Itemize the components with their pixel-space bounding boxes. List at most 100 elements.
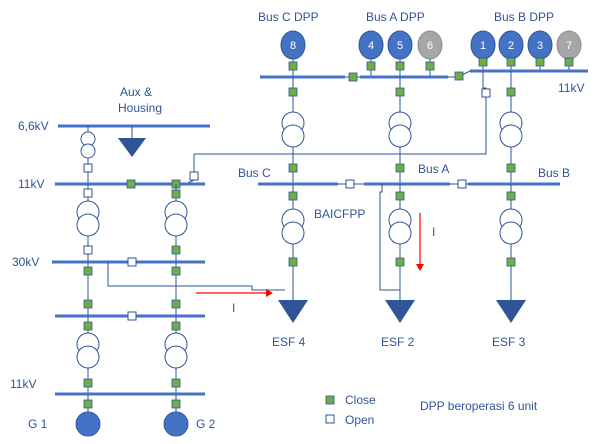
close-breaker [171,189,181,199]
transformer-winding [76,213,100,237]
legend-open-label: Open [345,413,374,427]
close-breaker [395,87,405,97]
generator-number: 6 [427,40,433,52]
close-breaker [535,57,545,67]
kv11-top-label: 11kV [558,81,584,95]
close-breaker [395,61,405,71]
bus-section-breaker-open [127,257,137,267]
aux-housing-load [118,138,146,157]
baicfpp-label: BAICFPP [314,207,365,221]
esf3-load [496,300,526,323]
transformer-winding [281,221,305,245]
feeder-bus-c-dpp [281,77,305,184]
bus-b-dpp-label: Bus B DPP [494,10,554,24]
close-breaker [171,266,181,276]
open-breaker [189,171,199,181]
esf4-label: ESF 4 [272,335,306,349]
bus-c-dpp-label: Bus C DPP [258,10,319,24]
bus-a-dpp-label: Bus A DPP [366,10,425,24]
esf3-label: ESF 3 [492,335,526,349]
dpp-generator-5: 5 [387,30,413,60]
dpp-generator-6: 6 [417,30,443,60]
legend-open-swatch [325,414,335,424]
close-breaker [366,61,376,71]
close-breaker [395,191,405,201]
feeder-esf3 [499,184,523,300]
close-breaker [83,266,93,276]
current-label-vertical: I [432,225,435,239]
generator-number: 4 [368,40,374,52]
kv66-label: 6,6kV [18,119,49,133]
bus-tie-breaker-ab-open [457,179,467,189]
generator-g1 [75,411,101,437]
transformer-winding [281,124,305,148]
open-breaker [83,245,93,255]
legend: Close Open [325,393,376,427]
dpp-generator-1: 1 [470,30,496,60]
close-breaker [506,57,516,67]
close-breaker [506,87,516,97]
current-arrow-vertical [416,213,424,271]
close-breaker [171,399,181,409]
kv11-bottom-label: 11kV [10,377,36,391]
generator-number: 2 [508,40,514,52]
bus-tie-breaker-ca-open [345,179,355,189]
close-breaker [288,163,298,173]
close-breaker [506,191,516,201]
dpp-generator-breakers [288,57,574,71]
legend-close-swatch [325,395,335,405]
dpp-generator-2: 2 [498,30,524,60]
open-breaker [481,88,491,98]
bus-c-label: Bus C [238,166,271,180]
feeder-11-30-left-2 [164,184,188,262]
cable-to-esf4 [107,262,285,291]
transformer-winding [388,221,412,245]
generator-number: 7 [566,40,572,52]
g2-label: G 2 [196,417,216,431]
bus-a-label: Bus A [418,162,449,176]
feeder-g1 [76,316,100,412]
status-note: DPP beroperasi 6 unit [420,399,538,413]
kv11-left-label: 11kV [18,177,44,191]
close-breaker [395,163,405,173]
close-breaker [564,57,574,67]
current-label-horizontal: I [232,301,235,315]
generator-number: 1 [480,40,486,52]
close-breaker [506,163,516,173]
bus-tie-breaker-ab-dpp [454,71,464,81]
dpp-generator-7: 7 [556,30,582,60]
baicfpp-link [379,184,400,291]
close-breaker [171,299,181,309]
open-breaker [83,163,93,173]
generator-g2 [163,411,189,437]
feeder-g2 [164,316,188,412]
transformer-winding [499,124,523,148]
transformer-winding [499,221,523,245]
feeder-11-30-left-1 [76,184,100,262]
transformer-winding [80,143,96,159]
bus-b-label: Bus B [538,166,570,180]
close-breaker [506,257,516,267]
transformer-winding [164,213,188,237]
generator-number: 3 [537,40,543,52]
feeder-esf2 [388,184,412,300]
close-breaker [83,399,93,409]
transformer-winding [164,345,188,369]
close-breaker [395,257,405,267]
current-arrow-horizontal [196,289,273,297]
aux-housing-label-line1: Aux & [120,85,152,99]
close-breaker [425,61,435,71]
dpp-generator-4: 4 [358,30,384,60]
close-breaker [83,378,93,388]
bus-section-breaker [126,179,136,189]
close-breaker [288,257,298,267]
generator-number: 8 [290,40,296,52]
open-breaker [83,188,93,198]
esf4-load [278,300,308,323]
bus-tie-breaker-ca-dpp [348,72,358,82]
feeder-esf4 [281,184,305,300]
dpp-generator-3: 3 [527,30,553,60]
close-breaker [288,61,298,71]
feeder-bus-a-dpp [388,77,412,184]
